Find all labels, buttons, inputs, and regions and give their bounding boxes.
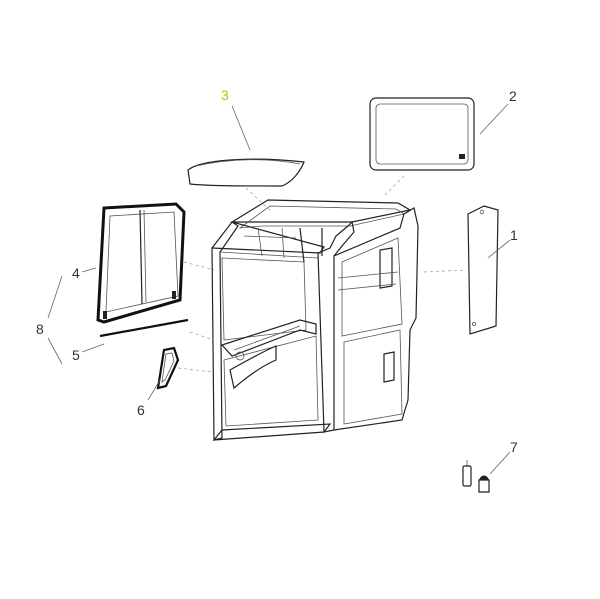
seal-strip-part-5 — [99, 318, 189, 338]
fittings-part-7 — [462, 460, 490, 493]
front-sliding-window-part-4 — [96, 202, 186, 324]
quarter-glass-part-6 — [156, 346, 180, 390]
callout-3: 3 — [221, 87, 229, 103]
callout-4: 4 — [72, 265, 80, 281]
callout-2: 2 — [509, 88, 517, 104]
roof-glass-part-3 — [187, 158, 305, 187]
callout-labels: 3 2 1 4 8 5 6 7 — [36, 87, 518, 455]
cab-frame — [211, 199, 419, 441]
rear-window-part-2 — [369, 97, 475, 171]
callout-8: 8 — [36, 321, 44, 337]
leader-lines — [47, 103, 511, 475]
side-glass-part-1 — [467, 205, 499, 335]
assembly-guides — [177, 175, 467, 373]
callout-6: 6 — [137, 402, 145, 418]
callout-5: 5 — [72, 347, 80, 363]
callout-1: 1 — [510, 227, 518, 243]
callout-7: 7 — [510, 439, 518, 455]
